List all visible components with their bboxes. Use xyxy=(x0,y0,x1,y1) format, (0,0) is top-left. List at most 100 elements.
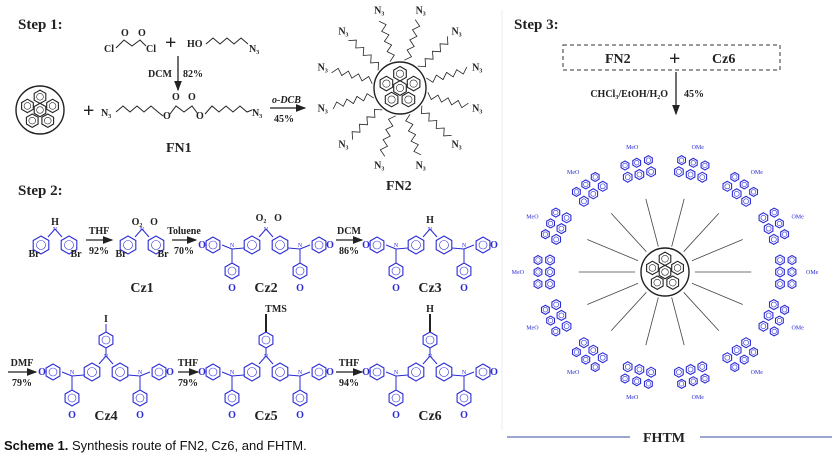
methoxy-label: O xyxy=(392,410,400,421)
benzene-ring xyxy=(83,362,101,382)
aromatic-circle xyxy=(547,257,553,263)
structure-line xyxy=(429,228,438,238)
aromatic-circle xyxy=(622,162,628,169)
aromatic-circle xyxy=(690,378,696,384)
benzene-ring xyxy=(407,235,425,255)
benzene-ring xyxy=(643,154,653,166)
methoxy-label: O xyxy=(460,283,468,294)
benzene-ring xyxy=(556,309,567,322)
benzene-ring xyxy=(658,264,672,280)
aromatic-circle xyxy=(87,367,97,377)
alkyl-chain xyxy=(204,105,253,115)
methoxy-label: O xyxy=(198,367,206,378)
benzene-ring xyxy=(111,362,129,382)
bromine-label: Br xyxy=(157,249,169,260)
methoxy-label: OMe xyxy=(751,370,764,376)
aromatic-circle xyxy=(765,225,772,232)
azide-label: N₃ xyxy=(451,26,461,37)
aromatic-circle xyxy=(411,240,421,250)
benzene-ring xyxy=(456,389,472,407)
structure-line xyxy=(169,105,199,115)
benzene-ring xyxy=(671,260,684,276)
nitrogen-label: N xyxy=(428,227,433,233)
benzene-ring xyxy=(749,186,759,198)
reagent-label: THF xyxy=(89,226,110,237)
aromatic-circle xyxy=(135,393,145,403)
benzene-ring xyxy=(590,361,600,373)
yield-label: 45% xyxy=(684,89,704,100)
compound-label-fhtm: FHTM xyxy=(643,431,685,446)
aromatic-circle xyxy=(636,366,643,373)
benzene-ring xyxy=(588,344,599,356)
aromatic-circle xyxy=(547,281,553,287)
benzene-ring xyxy=(590,171,600,183)
benzene-ring xyxy=(533,266,543,278)
benzene-ring xyxy=(258,331,274,349)
structure-line xyxy=(105,355,114,365)
benzene-ring xyxy=(787,254,797,266)
aromatic-circle xyxy=(751,189,757,195)
benzene-ring xyxy=(41,113,55,129)
aromatic-circle xyxy=(382,79,391,88)
reagent-label: CHCl₃/EtOH/H₂O xyxy=(590,89,668,100)
aromatic-circle xyxy=(771,236,777,243)
aromatic-circle xyxy=(115,367,125,377)
benzene-ring xyxy=(147,235,165,255)
aromatic-circle xyxy=(404,95,413,104)
boc-label: O₂ xyxy=(256,213,267,224)
benzene-ring xyxy=(533,254,543,266)
structure-line xyxy=(395,247,409,250)
nitrogen-label: N xyxy=(298,243,303,249)
aromatic-circle xyxy=(64,240,74,250)
benzene-ring xyxy=(540,304,550,315)
yield-label: 70% xyxy=(174,246,194,257)
aromatic-circle xyxy=(208,240,218,250)
structure-line xyxy=(258,228,267,238)
compound-label-fn2: FN2 xyxy=(386,179,412,194)
aromatic-circle xyxy=(676,169,682,175)
benzene-ring xyxy=(643,378,653,390)
aromatic-circle xyxy=(590,347,597,353)
aromatic-circle xyxy=(478,240,488,250)
methoxy-label: MeO xyxy=(567,170,580,176)
structure-line xyxy=(221,244,233,250)
aromatic-circle xyxy=(789,269,795,275)
linker-arm xyxy=(691,239,743,262)
benzene-ring xyxy=(787,266,797,278)
benzene-ring xyxy=(739,354,749,365)
benzene-ring xyxy=(271,235,289,255)
aromatic-circle xyxy=(396,69,404,78)
benzene-ring xyxy=(688,376,698,387)
linker-arm xyxy=(587,282,639,305)
benzene-ring xyxy=(787,278,797,290)
aromatic-circle xyxy=(765,312,772,319)
benzene-ring xyxy=(311,236,327,254)
caption-label: Scheme 1. xyxy=(4,438,69,453)
aromatic-circle xyxy=(789,281,795,287)
benzene-ring xyxy=(780,229,790,240)
aromatic-circle xyxy=(789,257,795,263)
methoxy-label: O xyxy=(392,283,400,294)
azide-label: N₃ xyxy=(338,26,348,37)
benzene-ring xyxy=(666,275,680,291)
nitrogen-label: N xyxy=(264,354,269,360)
structure-line xyxy=(385,244,397,250)
benzene-ring xyxy=(98,331,114,349)
aromatic-circle xyxy=(409,79,418,88)
aromatic-circle xyxy=(777,257,783,263)
benzene-ring xyxy=(697,361,708,373)
methoxy-label: MeO xyxy=(626,395,639,401)
benzene-ring xyxy=(646,260,659,276)
nitrogen-label: N xyxy=(462,370,467,376)
methoxy-label: O xyxy=(68,410,76,421)
benzene-ring xyxy=(311,363,327,381)
aromatic-circle xyxy=(48,102,57,110)
fullerene-c60 xyxy=(15,85,65,135)
alkyl-chain xyxy=(417,36,449,68)
benzene-ring xyxy=(700,160,710,171)
structure-line xyxy=(422,228,431,238)
reagent-label: DMF xyxy=(11,358,34,369)
reactants-box xyxy=(562,44,781,71)
azide-label: N₃ xyxy=(374,6,384,17)
